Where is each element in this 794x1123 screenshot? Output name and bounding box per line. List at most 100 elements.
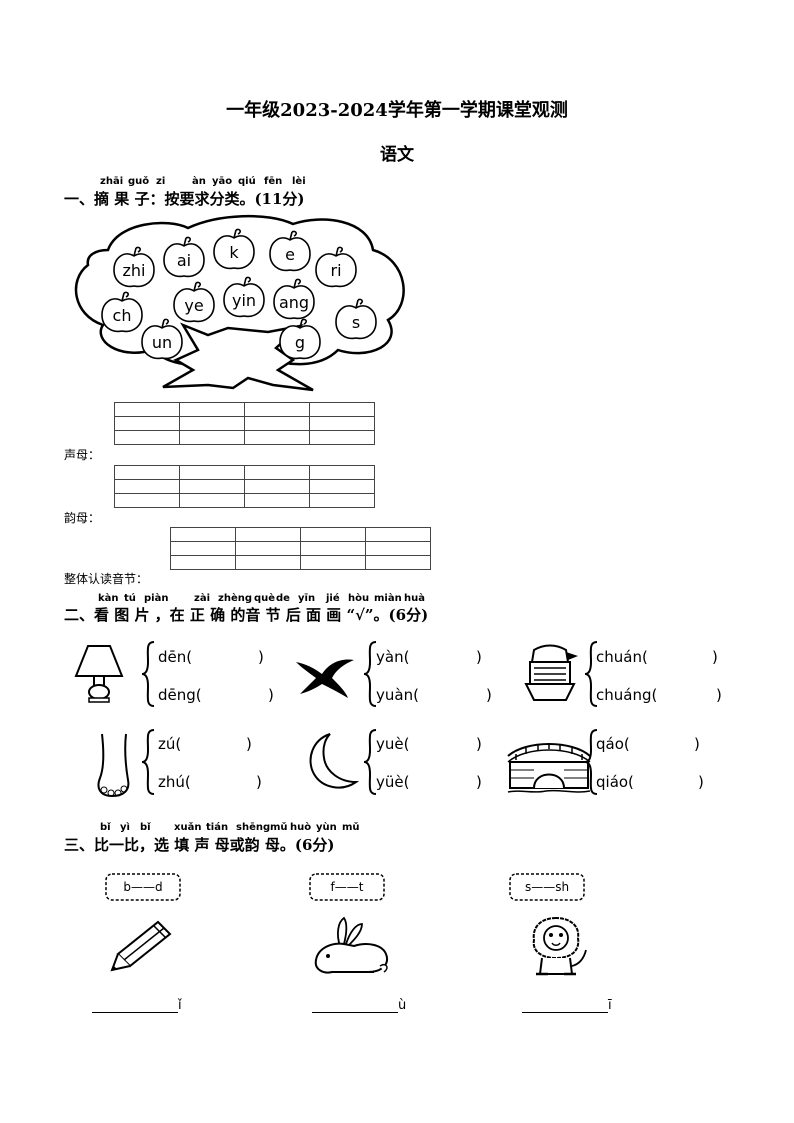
pinyin-de: de — [276, 593, 290, 604]
rabbit-icon — [314, 916, 388, 974]
moon-icon — [309, 733, 360, 789]
option-yue[interactable]: yuè( — [376, 735, 410, 753]
lion-icon — [532, 916, 587, 976]
pencil-icon — [110, 920, 172, 972]
close-paren: ) — [486, 686, 492, 704]
pinyin-sheng: shēng — [236, 822, 271, 833]
apple-label: ai — [177, 251, 191, 270]
section1-title: 一、摘 果 子：按要求分类。(11分) — [64, 190, 305, 208]
apple-label: k — [229, 243, 239, 262]
apple-ri: ri — [315, 246, 357, 288]
option-deng[interactable]: dēng( — [158, 686, 202, 704]
close-paren: ) — [268, 686, 274, 704]
foot-icon — [97, 733, 130, 798]
pinyin-zhai: zhāi — [100, 176, 124, 187]
apple-label: ang — [279, 293, 309, 312]
close-paren: ) — [698, 773, 704, 791]
pinyin-mian: miàn — [374, 593, 402, 604]
pinyin-qiu: qiú — [238, 176, 256, 187]
apple-label: ri — [330, 261, 341, 280]
apple-zhi: zhi — [113, 246, 155, 288]
yunmu-label: 韵母： — [64, 511, 101, 525]
option-qiao[interactable]: qiáo( — [596, 773, 634, 791]
brace-icon — [363, 729, 377, 795]
pinyin-tian: tián — [206, 822, 229, 833]
brace-icon — [141, 729, 155, 795]
close-paren: ) — [476, 648, 482, 666]
shengmu-label: 声母： — [64, 448, 101, 462]
apple-label: ch — [113, 306, 132, 325]
close-paren: ) — [694, 735, 700, 753]
brace-icon — [584, 641, 598, 707]
option-yue-umlaut[interactable]: yüè( — [376, 773, 410, 791]
boat-icon — [524, 644, 578, 701]
brace-icon — [363, 641, 377, 707]
pair-frame-icon — [105, 873, 181, 901]
pinyin-tu: tú — [124, 593, 136, 604]
apple-yin: yin — [223, 276, 265, 318]
bridge-icon — [507, 743, 591, 793]
option-den[interactable]: dēn( — [158, 648, 193, 666]
pinyin-bi: bǐ — [100, 822, 111, 833]
pinyin-xuan: xuǎn — [174, 822, 202, 833]
brace-icon — [584, 729, 598, 795]
pair-b-d: b——d — [123, 880, 163, 894]
apple-label: zhi — [123, 261, 146, 280]
apple-ye: ye — [173, 281, 215, 323]
apple-s: s — [335, 298, 377, 340]
option-yuan[interactable]: yuàn( — [376, 686, 419, 704]
pinyin-guo: guǒ — [128, 176, 150, 187]
pinyin-yin: yīn — [298, 593, 316, 604]
pinyin-jie: jié — [326, 593, 340, 604]
option-zhu[interactable]: zhú( — [158, 773, 191, 791]
apple-g: g — [279, 318, 321, 360]
pair-f-t: f——t — [330, 880, 364, 894]
pinyin-yao: yāo — [212, 176, 233, 187]
pinyin-zheng: zhèng — [218, 593, 252, 604]
option-chuang[interactable]: chuáng( — [596, 686, 658, 704]
brace-icon — [141, 641, 155, 707]
close-paren: ) — [246, 735, 252, 753]
option-zu[interactable]: zú( — [158, 735, 182, 753]
zhengti-grid[interactable] — [170, 527, 431, 570]
apple-label: ye — [184, 296, 203, 315]
subject-title: 语文 — [380, 145, 414, 165]
lamp-icon — [74, 645, 124, 703]
shengmu-grid[interactable] — [114, 402, 375, 445]
pinyin-huo: huò — [290, 822, 312, 833]
pinyin-mu-2: mǔ — [342, 822, 360, 833]
apple-label: s — [352, 313, 360, 332]
apple-label: e — [285, 245, 295, 264]
zhengti-label: 整体认读音节： — [64, 572, 149, 586]
answer-blank-1[interactable]: ǐ — [92, 998, 182, 1013]
pair-frame-icon — [309, 873, 385, 901]
close-paren: ) — [256, 773, 262, 791]
apple-label: un — [152, 333, 172, 352]
pinyin-pian: piàn — [144, 593, 169, 604]
answer-blank-2[interactable]: ù — [312, 998, 406, 1013]
apple-e: e — [269, 230, 311, 272]
apple-ang: ang — [273, 278, 315, 320]
pinyin-hou: hòu — [348, 593, 370, 604]
apple-ai: ai — [163, 236, 205, 278]
pinyin-zai: zài — [194, 593, 210, 604]
pinyin-hua: huà — [404, 593, 425, 604]
pinyin-mu: mǔ — [270, 822, 288, 833]
suffix-u: ù — [398, 998, 407, 1013]
apple-un: un — [141, 318, 183, 360]
option-yan[interactable]: yàn( — [376, 648, 410, 666]
option-chuan[interactable]: chuán( — [596, 648, 648, 666]
section2-title: 二、看 图 片 ，在 正 确 的音 节 后 面 画 “√”。(6分) — [64, 606, 429, 624]
pinyin-zi: zi — [156, 176, 166, 187]
apple-label: yin — [232, 291, 256, 310]
option-qao[interactable]: qáo( — [596, 735, 630, 753]
close-paren: ) — [712, 648, 718, 666]
pinyin-yun: yùn — [316, 822, 337, 833]
page-title: 一年级2023-2024学年第一学期课堂观测 — [226, 100, 568, 121]
apple-label: g — [295, 333, 305, 352]
yunmu-grid[interactable] — [114, 465, 375, 508]
pair-s-sh: s——sh — [524, 880, 570, 894]
pinyin-bi-2: bǐ — [140, 822, 151, 833]
answer-blank-3[interactable]: ī — [522, 998, 612, 1013]
close-paren: ) — [476, 773, 482, 791]
